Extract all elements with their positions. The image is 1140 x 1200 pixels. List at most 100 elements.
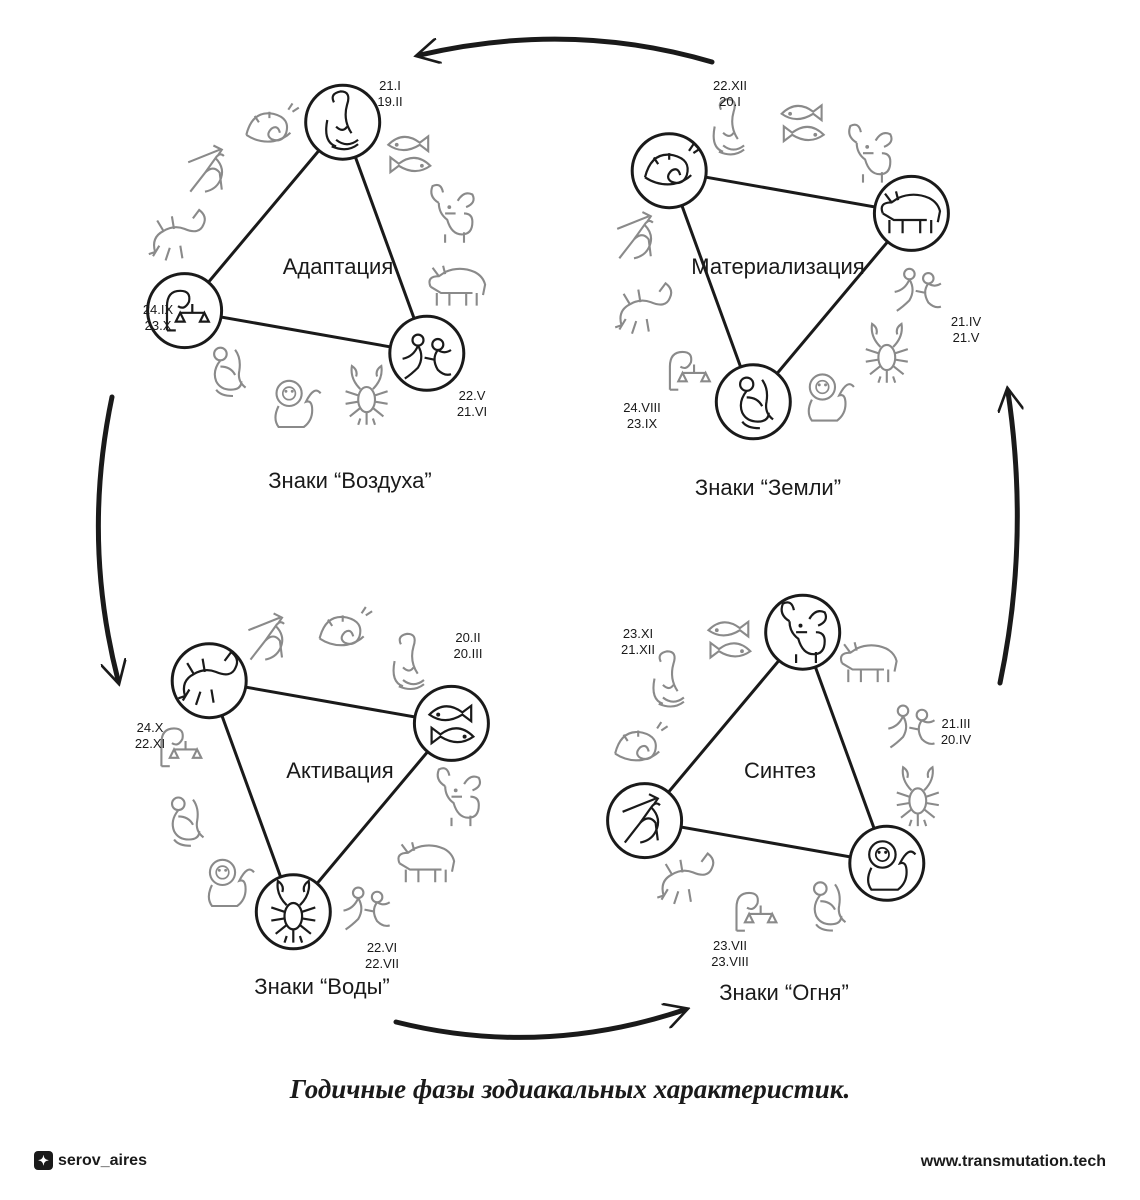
earth-faded-leo-icon	[807, 373, 855, 422]
earth-sign-2	[872, 174, 950, 252]
fire-sign-2-date-start: 21.III	[942, 716, 971, 731]
fire-sign-2-date-end: 20.IV	[941, 732, 972, 747]
earth-faded-gemini-icon	[894, 267, 942, 312]
air-faded-taurus-icon	[428, 265, 487, 306]
water-faded-gemini-icon	[343, 886, 391, 931]
air-sign-2	[146, 272, 224, 350]
air-sign-1-circle	[304, 83, 382, 161]
cycle-arrow-top	[420, 36, 715, 65]
fire-caption: Знаки “Огня”	[719, 980, 849, 1005]
air-faded-leo-icon	[274, 379, 322, 429]
leo-icon	[867, 840, 917, 891]
air-sign-1-date-start: 21.I	[379, 78, 401, 93]
air-faded-sagittarius-icon	[187, 144, 225, 193]
water-sign-1-circle	[412, 684, 490, 762]
fire-sign-2	[764, 593, 842, 671]
earth-faded-aries-icon	[848, 123, 893, 183]
cycle-arrow-bottom	[393, 1010, 684, 1040]
fire-faded-aquarius-icon	[652, 650, 685, 708]
earth-sign-1-circle	[630, 132, 708, 210]
air-sign-3-date-end: 21.VI	[457, 404, 487, 419]
earth-sign-2-date-start: 21.IV	[951, 314, 982, 329]
fire-faded-taurus-icon	[839, 641, 898, 683]
water-sign-2-date-start: 24.X	[137, 720, 164, 735]
earth-sign-2-date-end: 21.V	[953, 330, 980, 345]
air-sign-3	[388, 314, 466, 392]
fire-triangle	[641, 629, 890, 866]
aquarius-icon	[325, 90, 359, 151]
sagittarius-icon	[622, 793, 661, 844]
earth-triangle	[666, 168, 915, 405]
air-sign-3-date-start: 22.V	[459, 388, 486, 403]
libra-icon	[165, 289, 211, 332]
earth-caption: Знаки “Земли”	[695, 475, 841, 500]
air-triangle	[181, 119, 430, 356]
air-faded-pisces-icon	[386, 134, 432, 175]
air-caption: Знаки “Воздуха”	[268, 468, 431, 493]
water-sign-1-date-start: 20.II	[455, 630, 480, 645]
cancer-icon	[270, 879, 316, 943]
water-faded-aries-icon	[436, 767, 482, 827]
water-sign-2	[170, 642, 248, 720]
earth-sign-1-date-start: 22.XII	[713, 78, 747, 93]
air-sign-2-date-start: 24.IX	[143, 302, 174, 317]
water-faded-virgo-icon	[170, 796, 205, 847]
aries-icon	[780, 601, 828, 664]
water-sign-3-circle	[254, 873, 332, 951]
air-triangle-label: Адаптация	[283, 254, 394, 279]
cycle-arrow-left	[95, 394, 118, 680]
water-faded-libra-icon	[160, 727, 203, 768]
fire-faded-pisces-icon	[706, 619, 753, 660]
cycle-arrow-right	[1000, 392, 1017, 686]
fire-sign-3	[848, 824, 926, 902]
fire-sign-1-date-start: 23.XI	[623, 626, 653, 641]
footer-handle: ✦ serov_aires	[34, 1151, 147, 1170]
water-sign-3-date-start: 22.VI	[367, 940, 397, 955]
air-faded-aries-icon	[430, 183, 475, 243]
earth-sign-3-circle	[714, 363, 792, 441]
fire-sign-1-date-end: 21.XII	[621, 642, 655, 657]
scorpio-icon	[178, 650, 239, 706]
water-caption: Знаки “Воды”	[254, 974, 389, 999]
water-triangle	[206, 678, 455, 915]
earth-sign-1-date-end: 20.I	[719, 94, 741, 109]
water-group: Активация Знаки “Воды” 20.II 20.III 24.X…	[135, 630, 483, 999]
fire-faded-virgo-icon	[812, 881, 847, 932]
fire-faded-gemini-icon	[888, 704, 936, 749]
air-faded-capricorn-icon	[245, 102, 300, 143]
earth-faded-libra-icon	[668, 350, 712, 391]
fire-faded-libra-icon	[735, 891, 779, 932]
air-sign-3-circle	[388, 314, 466, 392]
earth-sign-2-circle	[872, 174, 950, 252]
earth-faded-cancer-icon	[865, 322, 909, 384]
footer-website: www.transmutation.tech	[920, 1153, 1106, 1170]
earth-faded-sagittarius-icon	[616, 211, 654, 260]
virgo-icon	[738, 376, 774, 430]
fire-faded-scorpio-icon	[656, 852, 715, 905]
earth-faded-scorpio-icon	[614, 281, 673, 335]
footer-handle-text: serov_aires	[58, 1151, 147, 1169]
air-sign-2-date-end: 23.X	[145, 318, 172, 333]
water-sign-3	[254, 873, 332, 951]
water-faded-taurus-icon	[397, 842, 456, 883]
earth-sign-3-date-end: 23.IX	[627, 416, 658, 431]
earth-triangle-label: Материализация	[691, 254, 864, 279]
earth-sign-3-date-start: 24.VIII	[623, 400, 661, 415]
water-faded-leo-icon	[207, 858, 255, 908]
water-faded-aquarius-icon	[392, 632, 425, 691]
pisces-icon	[427, 703, 476, 746]
water-triangle-label: Активация	[286, 758, 393, 783]
faded-zodiac-wheels	[148, 98, 942, 932]
air-faded-cancer-icon	[345, 364, 388, 426]
earth-group: Материализация Знаки “Земли” 22.XII 20.I…	[623, 78, 981, 500]
air-faded-virgo-icon	[213, 346, 247, 398]
air-faded-scorpio-icon	[148, 208, 206, 261]
fire-faded-cancer-icon	[896, 765, 940, 827]
brand-star-icon: ✦	[34, 1151, 53, 1170]
water-faded-capricorn-icon	[318, 606, 373, 647]
figure-caption: Годичные фазы зодиакальных характеристик…	[289, 1074, 851, 1104]
taurus-icon	[880, 191, 942, 234]
fire-sign-3-date-end: 23.VIII	[711, 954, 749, 969]
fire-faded-capricorn-icon	[614, 721, 669, 762]
